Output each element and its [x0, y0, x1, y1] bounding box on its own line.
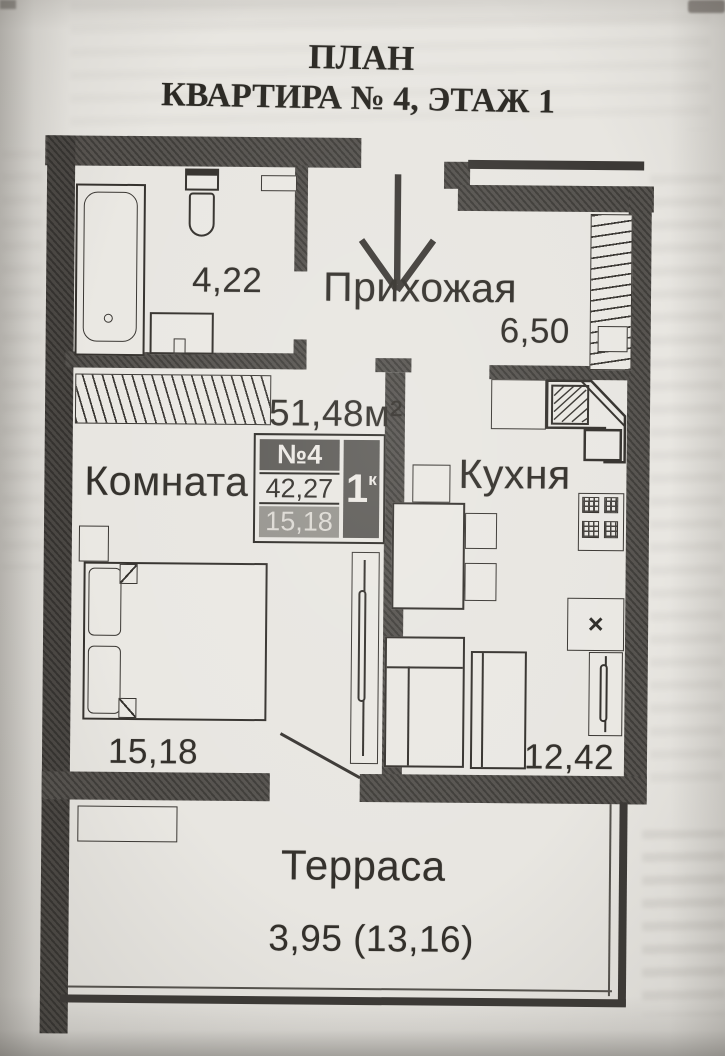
wall-segment — [45, 135, 362, 168]
bathtub-drain — [103, 313, 113, 323]
kitchen-appliance — [490, 379, 547, 430]
terrace-wall — [617, 802, 628, 1007]
scan-smudge — [688, 0, 725, 13]
wall-segment — [375, 358, 412, 373]
chair — [412, 464, 451, 503]
chair — [464, 512, 498, 550]
hallway-area-label: 6,50 — [499, 311, 571, 351]
wall-segment — [468, 159, 645, 171]
stove-burner — [604, 497, 619, 514]
terrace-bench — [77, 805, 178, 843]
terrace-wall-inner-line — [607, 804, 612, 997]
pillow — [87, 645, 121, 714]
sofa-divider — [386, 666, 463, 669]
blanket-fold-mark — [119, 563, 138, 585]
unit-rooms-count: 1 — [345, 466, 369, 511]
pillow — [88, 567, 122, 636]
door-swing-line — [279, 732, 361, 779]
toilet-bowl — [188, 192, 215, 237]
bathroom-shelf — [260, 175, 298, 192]
radiator-pill — [357, 589, 367, 703]
unit-info-left-column: №4 42,27 15,18 — [258, 439, 340, 538]
hallway-name-label: Прихожая — [322, 263, 518, 312]
nightstand — [78, 525, 110, 562]
unit-area-bottom: 15,18 — [258, 506, 340, 538]
stove-burner — [603, 521, 619, 539]
kitchen-corner-counter — [545, 379, 627, 464]
living-room-area-label: 15,18 — [107, 731, 199, 772]
kitchen-area-label: 12,42 — [523, 737, 615, 778]
fridge-x-mark: × — [566, 597, 625, 652]
stove — [577, 492, 625, 552]
kitchen-table — [391, 502, 466, 610]
terrace-area-label: 3,95 (13,16) — [268, 917, 475, 960]
kitchen-bench — [469, 650, 527, 770]
wall-segment — [39, 135, 76, 1034]
wardrobe-hatch — [74, 373, 272, 426]
sink-pedestal — [173, 338, 186, 354]
unit-rooms-suffix: к — [368, 470, 377, 490]
terrace-name-label: Терраса — [280, 841, 446, 890]
chair — [464, 562, 497, 602]
wall-segment — [359, 773, 647, 805]
radiator-pill — [599, 664, 608, 723]
bench-divider — [480, 653, 484, 768]
unit-area-mid: 42,27 — [259, 472, 340, 505]
toilet-tank — [184, 168, 220, 191]
terrace-wall — [59, 994, 626, 1008]
unit-number-badge: №4 — [259, 439, 340, 471]
sofa-divider — [406, 666, 410, 766]
kitchen-sofa — [383, 636, 466, 768]
hallway-cabinet — [597, 326, 628, 353]
bathroom-area-label: 4,22 — [191, 260, 263, 301]
stove-burner — [581, 520, 600, 539]
blanket-fold-mark — [118, 697, 137, 719]
wall-segment — [457, 184, 654, 213]
total-area-label: 51,48м² — [268, 392, 404, 435]
entrance-arrow-icon — [358, 174, 437, 293]
wall-segment — [41, 771, 270, 802]
scan-smudge — [0, 0, 16, 9]
terrace-wall-inner-line — [67, 985, 612, 993]
stove-burner — [582, 496, 600, 514]
living-room-name-label: Комната — [84, 457, 249, 506]
